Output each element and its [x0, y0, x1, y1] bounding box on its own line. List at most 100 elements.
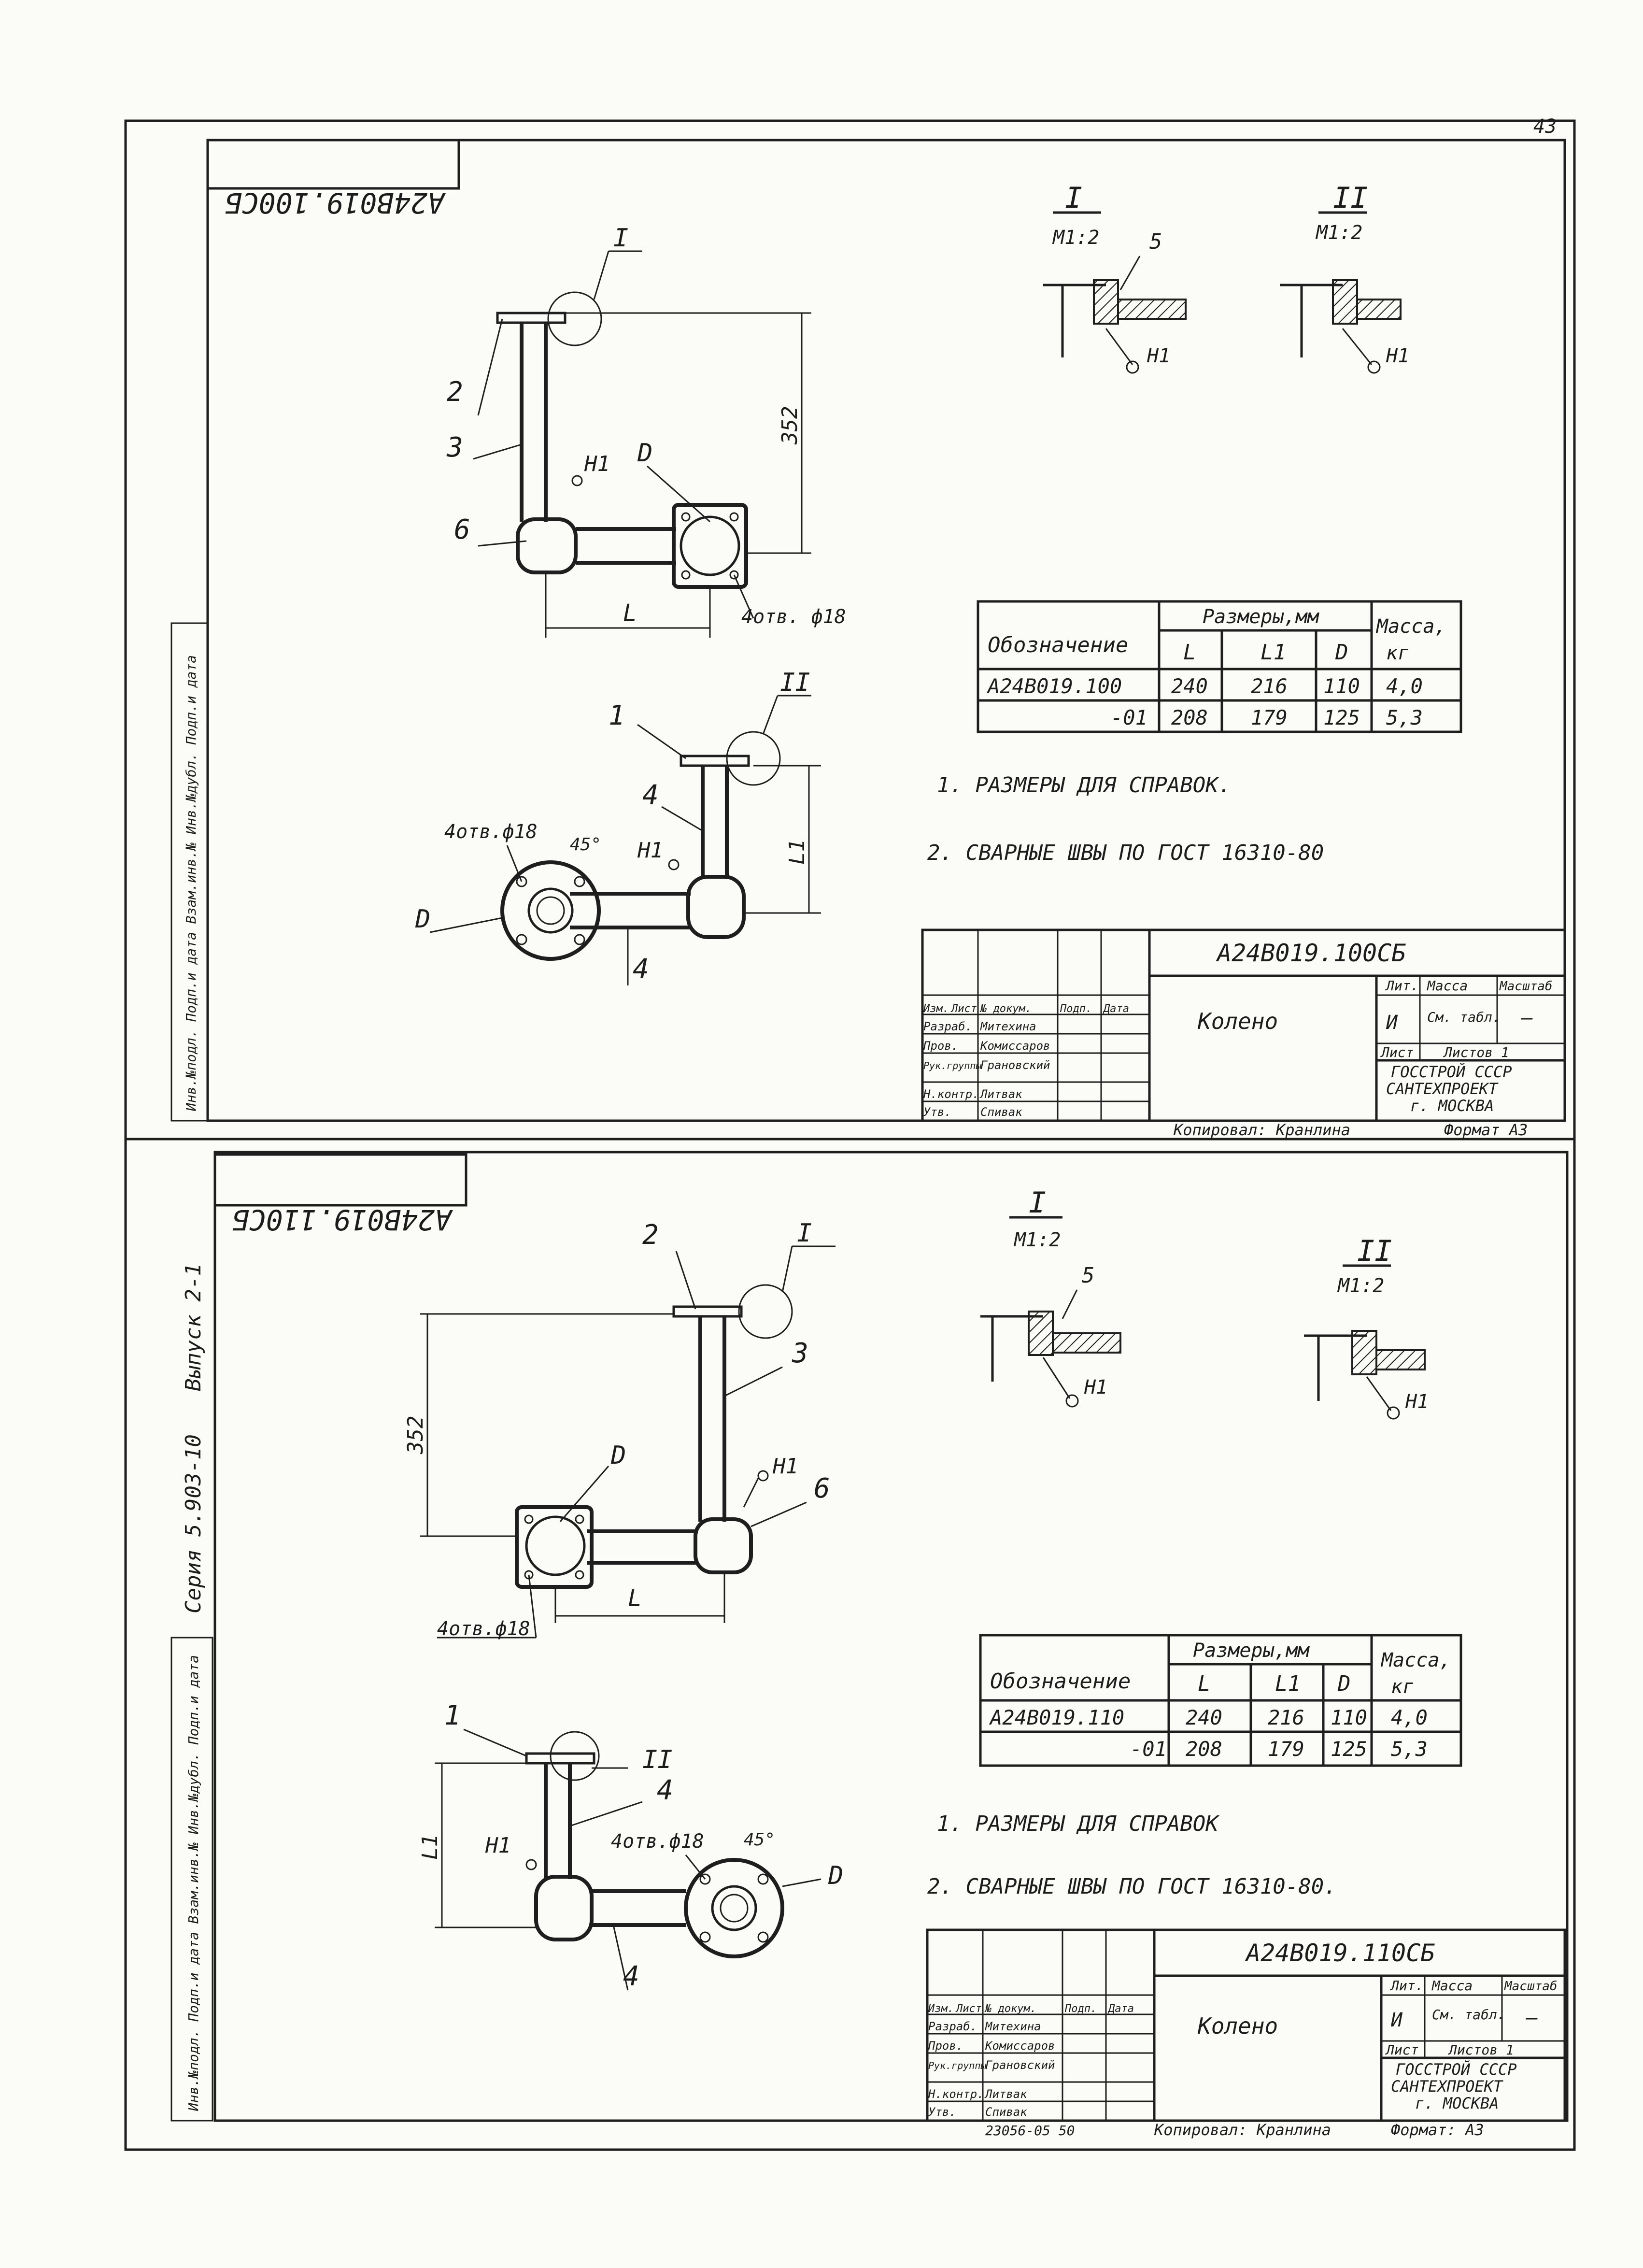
th-L1: L1 [1261, 640, 1286, 665]
top-title-block: A24B019.100СБ Колено Изм. Лист № докум. … [921, 928, 1566, 1139]
section-II-scale: М1:2 [1315, 222, 1362, 244]
tb-mass: См. табл. [1427, 1009, 1501, 1025]
tb-role-0: Разраб. [928, 2020, 977, 2033]
tb-role-4: Утв. [928, 2105, 956, 2119]
th-D: D [1337, 1671, 1351, 1696]
bolt-hole [729, 570, 739, 580]
elbow [516, 517, 578, 574]
tb-code: A24B019.110СБ [1245, 1939, 1435, 1967]
bolt-hole [757, 1931, 769, 1943]
tb-format: Формат А3 [1444, 1121, 1528, 1139]
bottom-view2: II 1 4 4 Н1 D 4отв.ф18 45° L1 [418, 1700, 843, 1992]
leader [637, 724, 686, 759]
leader [569, 1801, 643, 1827]
bolt-hole [574, 876, 585, 887]
td-m-0: 4,0 [1386, 674, 1423, 698]
dim-352: 352 [778, 406, 802, 445]
td-L1-0: 216 [1268, 1706, 1304, 1729]
page-number: 43 [1533, 115, 1557, 138]
bottom-note-1: 1. РАЗМЕРЫ ДЛЯ СПРАВОК [937, 1812, 1220, 1836]
tb-org3: г. МОСКВА [1415, 2094, 1499, 2112]
bottom-size-table: Обозначение Размеры,мм L L1 D Масса, кг … [979, 1634, 1462, 1767]
label-D: D [637, 439, 652, 468]
leader [528, 1574, 537, 1638]
flange-bore-inner [720, 1894, 749, 1923]
tb-hdr-izm: Изм. [928, 2003, 954, 2015]
leader [782, 1878, 822, 1887]
part-1: 1 [444, 1700, 461, 1731]
section-I-label: I [1065, 181, 1082, 215]
tb-name: Колено [1197, 1008, 1278, 1034]
leader [477, 318, 503, 416]
td-des-1: -01 [1111, 706, 1147, 729]
tb-hdr-sign: Подп. [1064, 2003, 1097, 2015]
th-mass: Масса, [1380, 1649, 1451, 1671]
tb-border [921, 928, 1566, 1122]
dim-352: 352 [403, 1416, 428, 1455]
tb-sheet: Лист [1385, 2042, 1418, 2058]
top-note-2: 2. СВАРНЫЕ ШВЫ ПО ГОСТ 16310-80 [927, 841, 1324, 865]
flange-bore [527, 887, 574, 934]
leader [463, 1728, 527, 1757]
section-I-part: 5 [1149, 229, 1162, 254]
leader [612, 1925, 629, 1991]
tb-sheets: Листов 1 [1443, 1044, 1509, 1060]
top-side-stamp-text: Инв.№подл. Подп.и дата Взам.инв.№ Инв.№д… [183, 655, 199, 1112]
tb-hdr-doc: № докум. [984, 2003, 1036, 2015]
holes-note: 4отв.ф18 [444, 821, 538, 843]
flange [680, 755, 750, 767]
label-II: II [780, 668, 810, 697]
flange-hatch [1375, 1349, 1426, 1370]
bottom-side-stamp [170, 1637, 213, 2122]
th-designation: Обозначение [988, 633, 1128, 657]
td-L1-1: 179 [1251, 706, 1288, 729]
part-6: 6 [454, 514, 470, 545]
leader [762, 695, 779, 735]
leader [743, 1478, 759, 1508]
section-II-weld: Н1 [1405, 1391, 1429, 1413]
table-border [977, 600, 1462, 733]
td-D-1: 125 [1323, 706, 1360, 729]
weld-marker [1387, 1406, 1400, 1420]
td-L-1: 208 [1171, 706, 1208, 729]
tb-scale: — [1526, 2007, 1538, 2029]
part-6: 6 [814, 1473, 830, 1504]
tb-border [926, 1928, 1566, 2122]
leader [675, 1251, 696, 1310]
section-I-weld: Н1 [1084, 1376, 1107, 1398]
outer-frame [124, 119, 1576, 2151]
bolt-hole [574, 934, 585, 945]
tb-role-1: Пров. [928, 2039, 963, 2053]
tb-name-0: Митехина [985, 2020, 1041, 2033]
bolt-hole [699, 1931, 711, 1943]
bolt-hole [729, 512, 739, 522]
tb-h-scale: Масштаб [1504, 1979, 1558, 1994]
bottom-section-I: I М1:2 5 Н1 [980, 1186, 1121, 1408]
flange [525, 1752, 595, 1765]
label-I: I [797, 1219, 812, 1248]
tb-name-2: Грановский [985, 2058, 1055, 2072]
tb-scale: — [1521, 1007, 1533, 1029]
tb-h-lit: Лит. [1385, 978, 1418, 994]
dim-L: L [628, 1585, 642, 1612]
angle-arc [550, 861, 585, 878]
tb-order: 23056-05 50 [985, 2123, 1075, 2139]
top-mirrored-stamp [206, 139, 460, 190]
leader [593, 251, 609, 300]
leader [685, 1854, 706, 1880]
tb-hdr-date: Дата [1107, 2003, 1134, 2015]
tb-name-1: Комиссаров [980, 1039, 1050, 1053]
bolt-hole [516, 934, 527, 945]
tb-h-mass: Масса [1427, 978, 1468, 994]
bottom-view1: I 2 3 6 Н1 D 352 L 4отв.ф18 [403, 1219, 836, 1640]
label-D: D [610, 1441, 626, 1470]
tb-org3: г. МОСКВА [1410, 1097, 1494, 1115]
weld-H1: Н1 [485, 1833, 511, 1858]
weld-marker [571, 475, 583, 486]
leader [661, 806, 703, 832]
tb-h-scale: Масштаб [1499, 979, 1553, 994]
tb-role-3: Н.контр. [928, 2087, 984, 2101]
td-D-0: 110 [1323, 674, 1360, 698]
flange [496, 312, 567, 324]
td-des-0: A24В019.100 [986, 674, 1122, 698]
